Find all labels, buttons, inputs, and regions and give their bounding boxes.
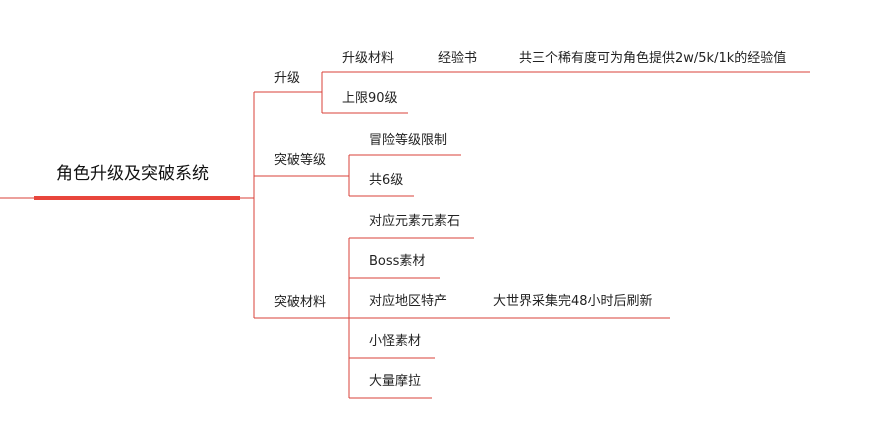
node-regional-specialty-detail-label[interactable]: 大世界采集完48小时后刷新 — [493, 294, 653, 309]
branch-breakthrough-material-label[interactable]: 突破材料 — [274, 295, 327, 310]
node-regional-specialty-label[interactable]: 对应地区特产 — [369, 294, 448, 309]
node-six-levels-label[interactable]: 共6级 — [369, 173, 404, 188]
node-element-stone-label[interactable]: 对应元素元素石 — [369, 214, 461, 229]
connector-lines — [0, 71, 810, 399]
node-exp-book-label[interactable]: 经验书 — [438, 51, 478, 66]
node-adventure-rank-limit-label[interactable]: 冒险等级限制 — [369, 133, 448, 148]
node-level-cap-label[interactable]: 上限90级 — [342, 91, 398, 106]
node-mora-label[interactable]: 大量摩拉 — [369, 374, 422, 389]
node-boss-material-label[interactable]: Boss素材 — [369, 254, 426, 269]
node-exp-book-detail-label[interactable]: 共三个稀有度可为角色提供2w/5k/1k的经验值 — [519, 51, 787, 66]
branch-breakthrough-level-label[interactable]: 突破等级 — [274, 153, 327, 168]
node-upgrade-material-label[interactable]: 升级材料 — [342, 51, 395, 66]
branch-upgrade-label[interactable]: 升级 — [274, 71, 301, 86]
node-common-enemy-material-label[interactable]: 小怪素材 — [369, 334, 422, 349]
root-node-label[interactable]: 角色升级及突破系统 — [56, 164, 209, 184]
